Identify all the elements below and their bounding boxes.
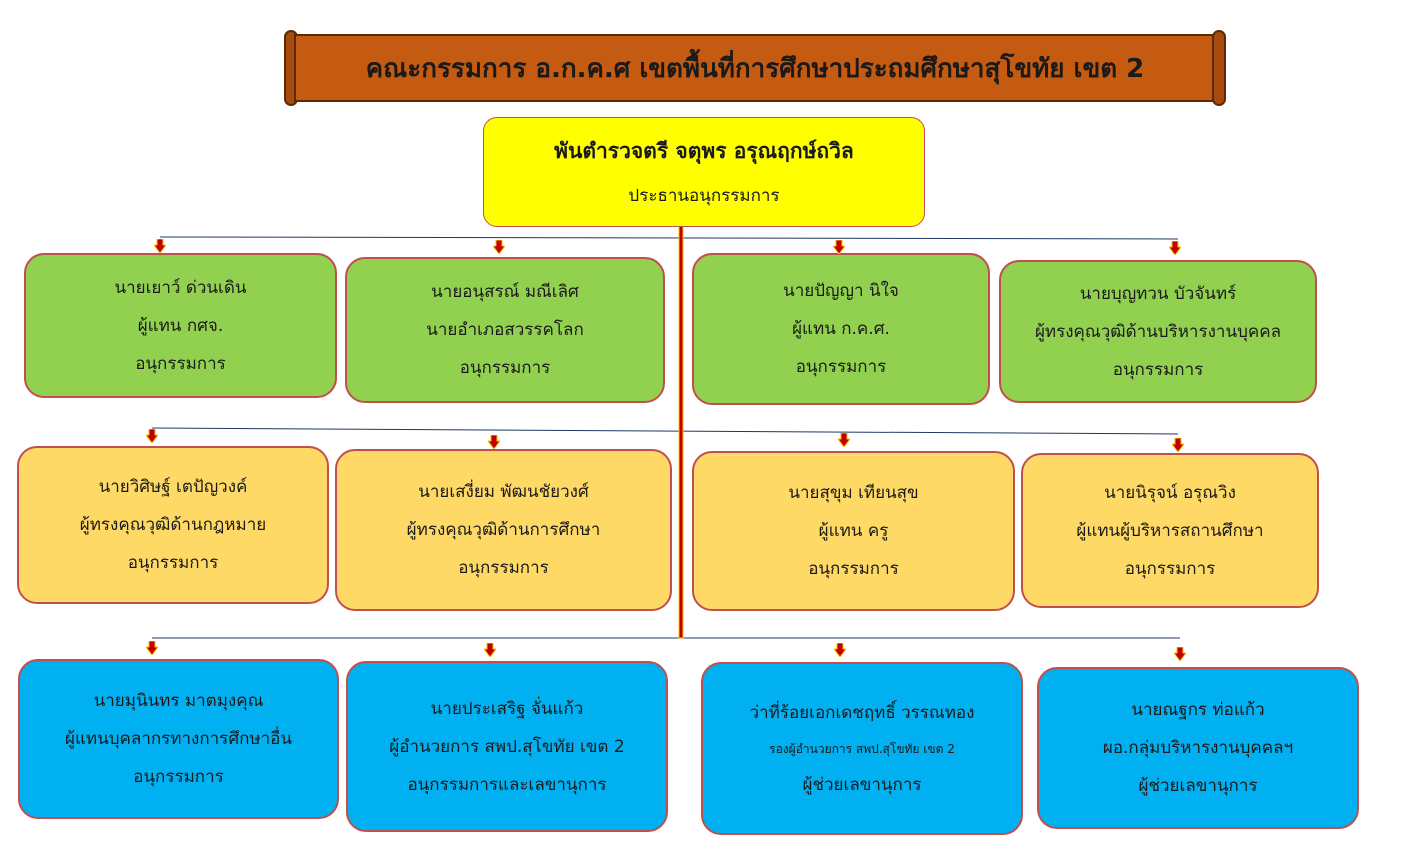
member-position: ผู้ทรงคุณวุฒิด้านบริหารงานบุคคล [1034, 321, 1282, 342]
down-arrow-icon [838, 433, 850, 447]
down-arrow-icon [1169, 241, 1181, 255]
branch-line-row1 [159, 236, 1179, 240]
down-arrow-icon [834, 643, 846, 657]
member-name: นายปัญญา นิใจ [783, 281, 899, 301]
member-role: อนุกรรมการ [459, 358, 551, 378]
member-box: นายณฐกร ท่อแก้ว ผอ.กลุ่มบริหารงานบุคคลฯ … [1037, 667, 1359, 829]
member-box: นายมุนินทร มาตมุงคุณ ผู้แทนบุคลากรทางการ… [18, 659, 339, 819]
member-name: นายเสงี่ยม พัฒนชัยวงศ์ [418, 482, 589, 502]
member-box: ว่าที่ร้อยเอกเดชฤทธิ์ วรรณทอง รองผู้อำนว… [701, 662, 1023, 835]
member-name: ว่าที่ร้อยเอกเดชฤทธิ์ วรรณทอง [749, 702, 975, 723]
member-box: นายปัญญา นิใจ ผู้แทน ก.ค.ศ. อนุกรรมการ [692, 253, 990, 405]
down-arrow-icon [484, 643, 496, 657]
member-box: นายเยาว์ ด่วนเดิน ผู้แทน กศจ. อนุกรรมการ [24, 253, 337, 398]
down-arrow-icon [154, 239, 166, 253]
member-name: นายมุนินทร มาตมุงคุณ [93, 691, 264, 711]
member-role: อนุกรรมการ [808, 559, 899, 579]
title-banner: คณะกรรมการ อ.ก.ค.ศ เขตพื้นที่การศึกษาประ… [284, 30, 1226, 108]
down-arrow-icon [146, 429, 158, 443]
banner-body: คณะกรรมการ อ.ก.ค.ศ เขตพื้นที่การศึกษาประ… [294, 34, 1216, 102]
member-position: ผู้แทนผู้บริหารสถานศึกษา [1076, 520, 1264, 541]
chair-role: ประธานอนุกรรมการ [628, 186, 780, 206]
member-role: ผู้ช่วยเลขานุการ [1138, 776, 1258, 796]
down-arrow-icon [1172, 438, 1184, 452]
member-box: นายเสงี่ยม พัฒนชัยวงศ์ ผู้ทรงคุณวุฒิด้าน… [335, 449, 672, 611]
member-name: นายเยาว์ ด่วนเดิน [114, 277, 247, 298]
member-name: นายนิรุจน์ อรุณวิง [1104, 482, 1236, 503]
member-role: อนุกรรมการ [1112, 359, 1204, 380]
member-position: ผู้แทน ครู [818, 521, 889, 541]
down-arrow-icon [146, 641, 158, 655]
member-role: อนุกรรมการและเลขานุการ [407, 774, 607, 795]
diagram-title: คณะกรรมการ อ.ก.ค.ศ เขตพื้นที่การศึกษาประ… [365, 53, 1145, 84]
member-role: ผู้ช่วยเลขานุการ [802, 774, 922, 795]
member-position: ผู้แทน ก.ค.ศ. [792, 319, 890, 339]
member-role: อนุกรรมการ [1124, 558, 1216, 579]
member-role: อนุกรรมการ [135, 353, 226, 374]
member-role: อนุกรรมการ [458, 558, 549, 578]
member-position: ผู้ทรงคุณวุฒิด้านการศึกษา [406, 520, 601, 540]
down-arrow-icon [488, 435, 500, 449]
member-name: นายวิศิษฐ์ เตปัญวงค์ [98, 477, 248, 497]
member-role: อนุกรรมการ [127, 553, 219, 573]
down-arrow-icon [493, 240, 505, 254]
member-box: นายบุญทวน บัวจันทร์ ผู้ทรงคุณวุฒิด้านบริ… [999, 260, 1317, 403]
branch-line-row2 [151, 427, 1179, 435]
member-position: นายอำเภอสวรรคโลก [426, 320, 584, 340]
member-position: ผู้แทนบุคลากรทางการศึกษาอื่น [65, 729, 292, 749]
banner-curl-right [1212, 30, 1226, 106]
member-box: นายวิศิษฐ์ เตปัญวงค์ ผู้ทรงคุณวุฒิด้านกฎ… [17, 446, 329, 604]
member-position: ผู้แทน กศจ. [137, 315, 224, 336]
down-arrow-icon [1174, 647, 1186, 661]
down-arrow-icon [833, 240, 845, 254]
member-name: นายอนุสรณ์ มณีเลิศ [431, 282, 579, 302]
member-name: นายสุขุม เทียนสุข [788, 483, 919, 503]
member-box: นายสุขุม เทียนสุข ผู้แทน ครู อนุกรรมการ [692, 451, 1015, 611]
member-box: นายนิรุจน์ อรุณวิง ผู้แทนผู้บริหารสถานศึ… [1021, 453, 1319, 608]
trunk-line [678, 223, 684, 639]
member-name: นายบุญทวน บัวจันทร์ [1079, 283, 1237, 304]
member-box: นายประเสริฐ จั่นแก้ว ผู้อำนวยการ สพป.สุโ… [346, 661, 668, 832]
member-position: ผอ.กลุ่มบริหารงานบุคคลฯ [1102, 738, 1294, 758]
member-name: นายประเสริฐ จั่นแก้ว [430, 698, 584, 719]
member-role: อนุกรรมการ [795, 357, 887, 377]
member-position: ผู้ทรงคุณวุฒิด้านกฎหมาย [79, 515, 267, 535]
member-position: ผู้อำนวยการ สพป.สุโขทัย เขต 2 [389, 736, 625, 757]
chair-box: พันตำรวจตรี จตุพร อรุณฤกษ์ถวิล ประธานอนุ… [483, 117, 925, 227]
member-name: นายณฐกร ท่อแก้ว [1131, 700, 1265, 720]
chair-name: พันตำรวจตรี จตุพร อรุณฤกษ์ถวิล [554, 139, 854, 163]
member-box: นายอนุสรณ์ มณีเลิศ นายอำเภอสวรรคโลก อนุก… [345, 257, 665, 403]
member-position: รองผู้อำนวยการ สพป.สุโขทัย เขต 2 [769, 741, 955, 756]
member-role: อนุกรรมการ [133, 767, 224, 787]
